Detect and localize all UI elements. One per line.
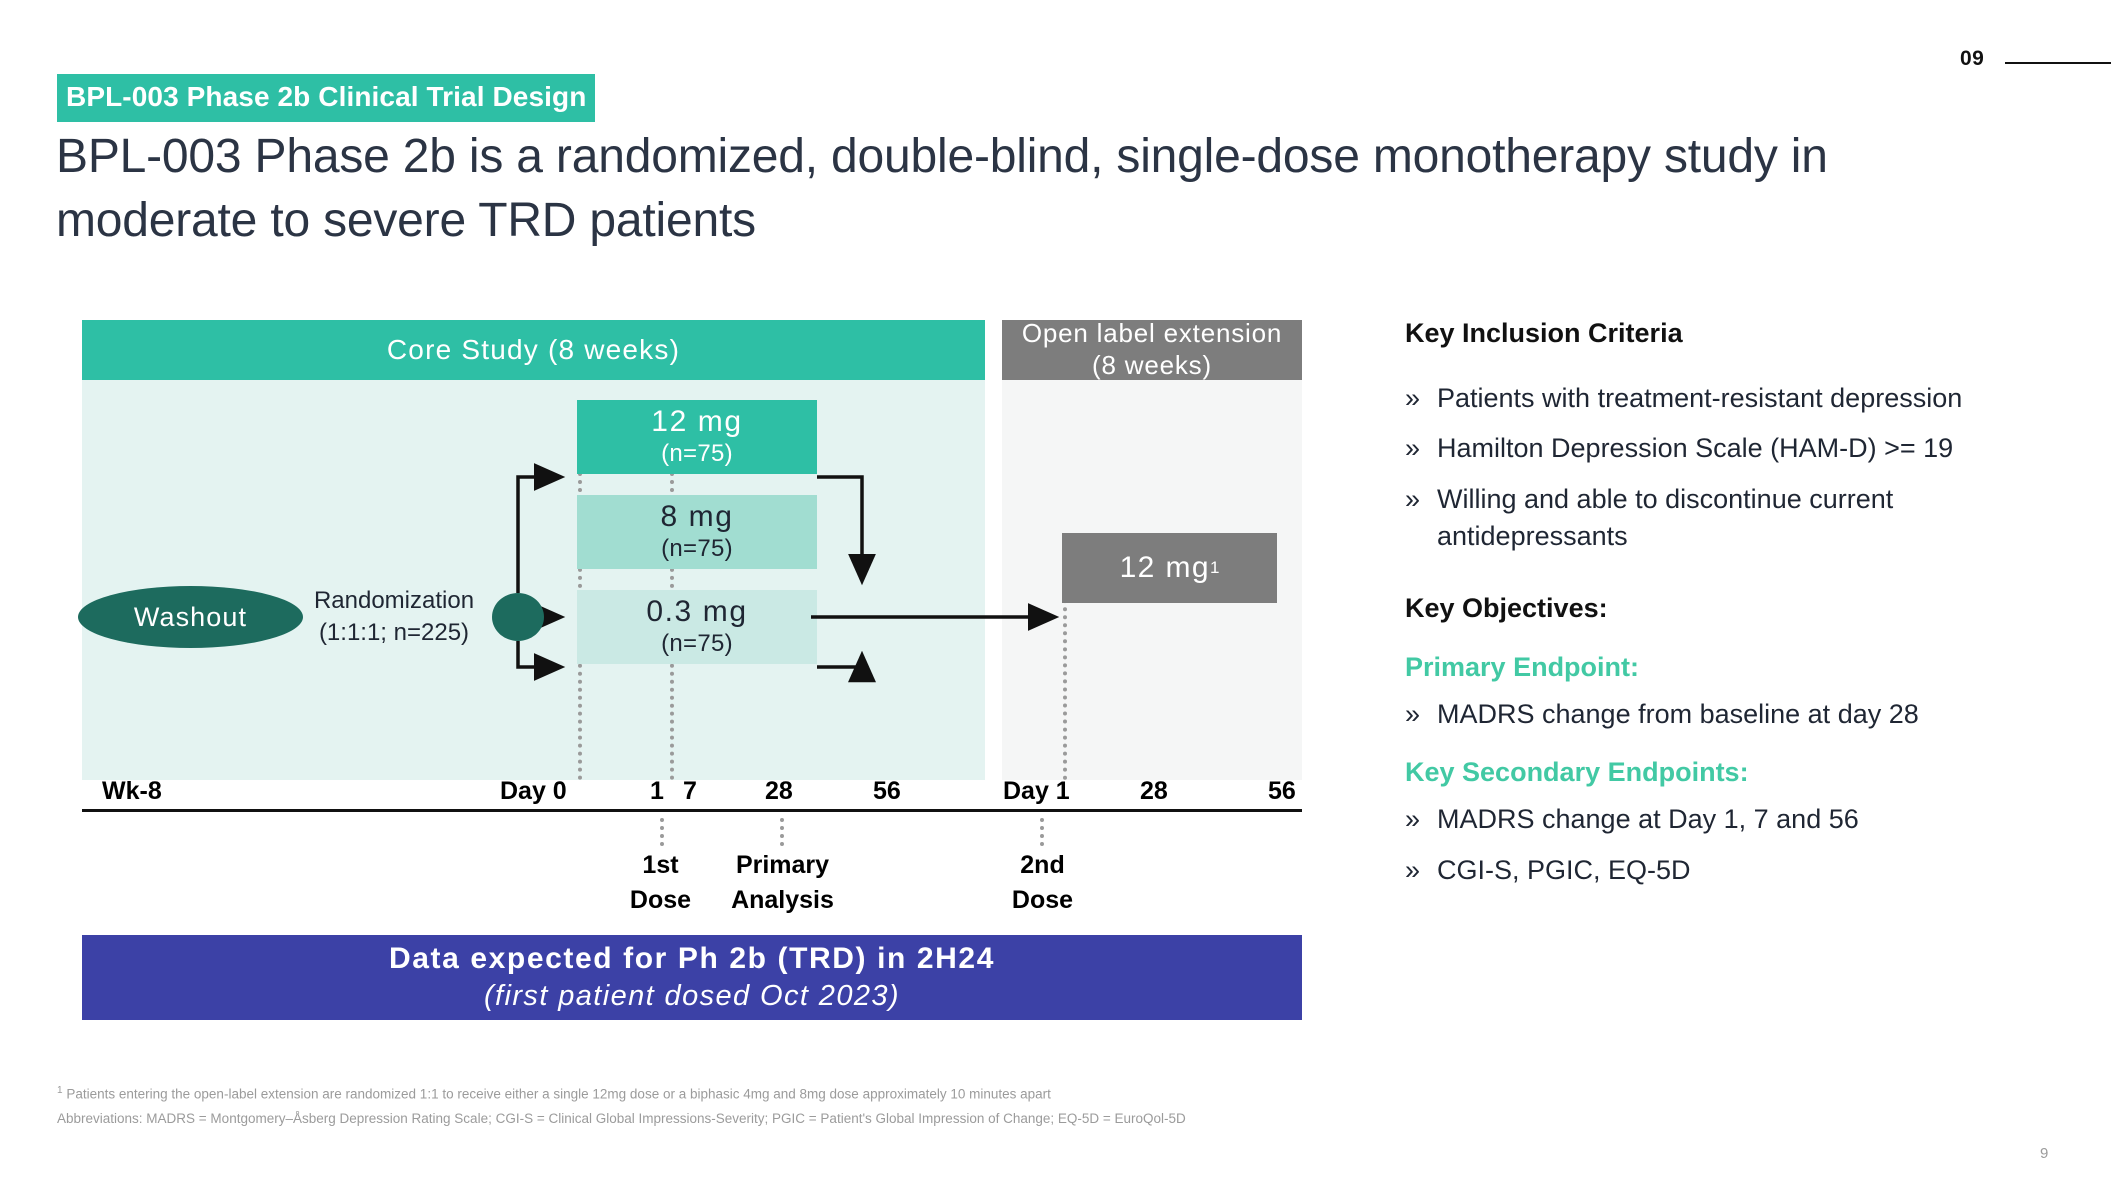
bullet-marker-icon: »: [1405, 483, 1421, 514]
bullet-marker-icon: »: [1405, 699, 1421, 729]
core-study-panel-body: Washout Randomization (1:1:1; n=225) 12 …: [78, 380, 985, 780]
eyebrow-label: BPL-003 Phase 2b Clinical Trial Design: [57, 74, 596, 122]
bullet-marker-icon: »: [1405, 854, 1421, 885]
trial-design-diagram: Core Study (8 weeks) Open label extensio…: [78, 318, 1302, 780]
banner-line1: Data expected for Ph 2b (TRD) in 2H24: [389, 942, 995, 976]
axis-label-day-28: 28: [765, 777, 793, 805]
tick-dots-first-dose: [660, 818, 664, 846]
footnote-marker: 1: [57, 1085, 63, 1096]
milestone-primary-analysis: Primary Analysis: [705, 848, 860, 918]
dose-arm-12mg-n: (n=75): [661, 440, 733, 468]
primary-endpoint-heading: Primary Endpoint:: [1405, 652, 1640, 682]
inclusion-bullet-1: » Patients with treatment-resistant depr…: [1405, 380, 2085, 417]
ole-axis-label-day-28: 28: [1140, 777, 1168, 805]
key-secondary-endpoints-heading: Key Secondary Endpoints:: [1405, 757, 1749, 788]
secondary-bullet-1-text: MADRS change at Day 1, 7 and 56: [1437, 804, 1859, 835]
footnotes: 1 Patients entering the open-label exten…: [57, 1082, 1457, 1132]
primary-bullet-1-text: MADRS change from baseline at day 28: [1437, 699, 1919, 729]
milestone-second-dose-line2: Dose: [1011, 886, 1074, 914]
dose-arm-03mg-dose: 0.3 mg: [646, 594, 748, 628]
page-title: BPL-003 Phase 2b is a randomized, double…: [56, 130, 1828, 247]
dose-arm-03mg-n: (n=75): [661, 630, 733, 658]
header-rule: [2005, 62, 2111, 64]
inclusion-bullet-3-text: Willing and able to discontinue current …: [1437, 483, 1894, 551]
key-inclusion-criteria-heading: Key Inclusion Criteria: [1405, 318, 1683, 348]
ole-axis-label-day-56: 56: [1268, 777, 1296, 805]
tick-dots-primary-analysis: [780, 818, 784, 846]
footnote-line2: Abbreviations: MADRS = Montgomery–Åsberg…: [57, 1111, 1186, 1127]
footnote-line1-text: Patients entering the open-label extensi…: [66, 1086, 1051, 1102]
axis-label-day-7: 7: [683, 777, 697, 805]
dose-arm-8mg: 8 mg (n=75): [577, 495, 817, 569]
axis-label-day-1: 1: [650, 777, 664, 805]
page-number-top: 09: [1960, 47, 1985, 70]
primary-bullet-1: » MADRS change from baseline at day 28: [1405, 696, 2085, 733]
axis-label-day-56: 56: [873, 777, 901, 805]
page-number-bottom: 9: [2040, 1145, 2049, 1162]
inclusion-bullet-3: » Willing and able to discontinue curren…: [1405, 481, 2085, 556]
inclusion-bullet-2-text: Hamilton Depression Scale (HAM-D) >= 19: [1437, 433, 1954, 464]
axis-label-wk-8: Wk-8: [102, 777, 162, 805]
secondary-bullet-1: » MADRS change at Day 1, 7 and 56: [1405, 801, 2085, 838]
key-objectives-heading: Key Objectives:: [1405, 593, 1608, 623]
data-expected-banner: Data expected for Ph 2b (TRD) in 2H24 (f…: [82, 935, 1302, 1020]
ole-dose-footnote-marker: 1: [1209, 558, 1220, 577]
ole-header-line1: Open label extension: [1021, 318, 1283, 349]
footnote-line1: 1 Patients entering the open-label exten…: [57, 1082, 1457, 1107]
right-column: Key Inclusion Criteria » Patients with t…: [1405, 318, 2085, 889]
milestone-primary-analysis-line1: Primary: [735, 851, 830, 879]
bullet-marker-icon: »: [1405, 383, 1421, 413]
dose-arm-03mg: 0.3 mg (n=75): [577, 590, 817, 664]
ole-header-line2: (8 weeks): [1092, 350, 1212, 380]
axis-label-day-0: Day 0: [500, 777, 567, 805]
inclusion-bullet-1-text: Patients with treatment-resistant depres…: [1437, 383, 1963, 413]
milestone-second-dose: 2nd Dose: [985, 848, 1100, 918]
open-label-extension-panel-header: Open label extension (8 weeks): [1002, 318, 1302, 380]
secondary-bullet-2-text: CGI-S, PGIC, EQ-5D: [1437, 854, 1691, 885]
ole-dose-label: 12 mg: [1119, 551, 1210, 584]
milestone-first-dose: 1st Dose: [603, 848, 718, 918]
milestone-first-dose-line2: Dose: [629, 886, 692, 914]
milestone-second-dose-line1: 2nd: [1020, 851, 1065, 879]
core-study-panel-header: Core Study (8 weeks): [82, 320, 985, 380]
timeline-axis: [82, 809, 1302, 812]
milestone-primary-analysis-line2: Analysis: [731, 886, 834, 914]
ole-axis-label-day-1: Day 1: [1003, 777, 1070, 805]
dose-arm-8mg-n: (n=75): [661, 535, 733, 563]
flow-connectors: [516, 463, 876, 683]
dose-arm-8mg-dose: 8 mg: [660, 499, 734, 533]
secondary-bullet-2: » CGI-S, PGIC, EQ-5D: [1405, 852, 2085, 889]
dose-arm-12mg: 12 mg (n=75): [577, 400, 817, 474]
dose-arm-12mg-dose: 12 mg: [651, 404, 743, 438]
randomization-label: Randomization (1:1:1; n=225): [304, 585, 484, 650]
milestone-first-dose-line1: 1st: [642, 851, 679, 879]
randomization-line1: Randomization: [313, 587, 475, 614]
bullet-marker-icon: »: [1405, 433, 1421, 464]
milestone-dotline-second-dose: [1063, 543, 1067, 780]
inclusion-bullet-2: » Hamilton Depression Scale (HAM-D) >= 1…: [1405, 430, 2085, 467]
bullet-marker-icon: »: [1405, 804, 1421, 835]
banner-line2: (first patient dosed Oct 2023): [484, 980, 900, 1013]
randomization-line2: (1:1:1; n=225): [318, 619, 470, 647]
randomization-node: [492, 593, 544, 641]
tick-dots-second-dose: [1040, 818, 1044, 846]
washout-node: Washout: [78, 586, 303, 648]
